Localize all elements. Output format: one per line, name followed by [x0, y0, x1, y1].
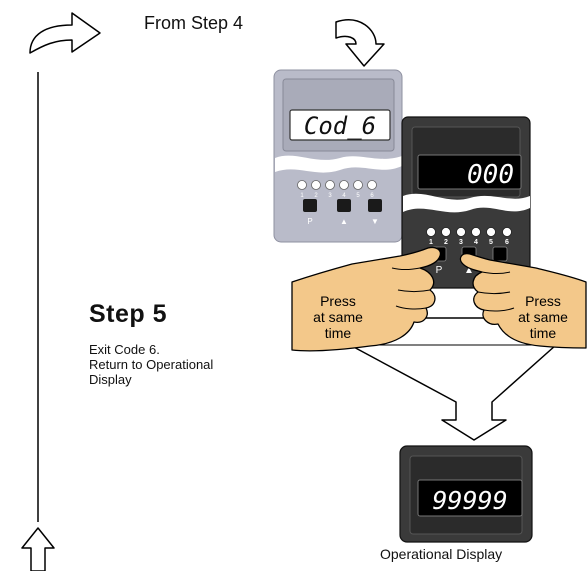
- svg-text:Press: Press: [320, 293, 356, 309]
- front-panel-display-text: 000: [467, 160, 514, 190]
- svg-text:2: 2: [444, 239, 448, 246]
- operational-display-panel: 99999: [399, 445, 533, 543]
- svg-text:P: P: [307, 217, 312, 226]
- step-description-line-1: Exit Code 6.: [89, 342, 160, 357]
- operational-display-caption: Operational Display: [380, 546, 503, 562]
- curved-arrow-down-icon: [335, 19, 385, 67]
- operational-display-screen: [417, 479, 523, 517]
- svg-text:3: 3: [328, 193, 332, 199]
- curved-arrow-up-right-icon: [29, 12, 101, 54]
- step-description-line-3: Display: [89, 372, 132, 387]
- left-hand: Press at same time: [291, 246, 442, 352]
- svg-text:P: P: [436, 265, 443, 276]
- svg-text:6: 6: [505, 239, 509, 246]
- step-description: Exit Code 6. Return to Operational Displ…: [89, 342, 289, 387]
- step-description-line-2: Return to Operational: [89, 357, 214, 372]
- right-hand: Press at same time: [459, 252, 587, 349]
- svg-text:Press: Press: [525, 293, 561, 309]
- svg-text:time: time: [530, 325, 557, 341]
- svg-text:▲: ▲: [464, 265, 474, 276]
- svg-text:1: 1: [300, 193, 304, 199]
- back-panel-button-numbers: 1 2 3 4 5 6: [300, 193, 374, 199]
- svg-text:4: 4: [342, 193, 346, 199]
- from-step-label: From Step 4: [144, 13, 244, 33]
- svg-text:at same: at same: [313, 309, 363, 325]
- arrow-up-outline-icon: [21, 527, 55, 571]
- svg-text:▲: ▲: [340, 217, 348, 226]
- front-panel-button-numbers: 1 2 3 4 5 6: [429, 239, 509, 246]
- svg-text:5: 5: [356, 193, 360, 199]
- back-panel-key-p: [303, 199, 317, 212]
- back-panel-key-down: [368, 199, 382, 212]
- left-hand-label: Press at same time: [313, 293, 363, 341]
- back-panel-key-up: [337, 199, 351, 212]
- back-panel-display-text: Cod_6: [304, 112, 376, 140]
- back-panel: Cod_6 1 2 3 4 5 6 P ▲ ▼: [273, 69, 403, 243]
- step-title: Step 5: [89, 300, 168, 328]
- svg-text:▼: ▼: [371, 217, 379, 226]
- front-panel-display: [417, 154, 522, 190]
- svg-text:3: 3: [459, 239, 463, 246]
- right-hand-label: Press at same time: [518, 293, 568, 341]
- svg-text:5: 5: [489, 239, 493, 246]
- svg-text:time: time: [325, 325, 352, 341]
- svg-text:2: 2: [314, 193, 318, 199]
- svg-text:at same: at same: [518, 309, 568, 325]
- back-panel-display: [289, 109, 391, 141]
- operational-display-text: 99999: [432, 486, 507, 515]
- svg-text:4: 4: [474, 239, 478, 246]
- svg-text:1: 1: [429, 239, 433, 246]
- front-panel: 000 1 2 3 4 5 6 P ▲ ▼: [401, 116, 531, 289]
- svg-text:6: 6: [370, 193, 374, 199]
